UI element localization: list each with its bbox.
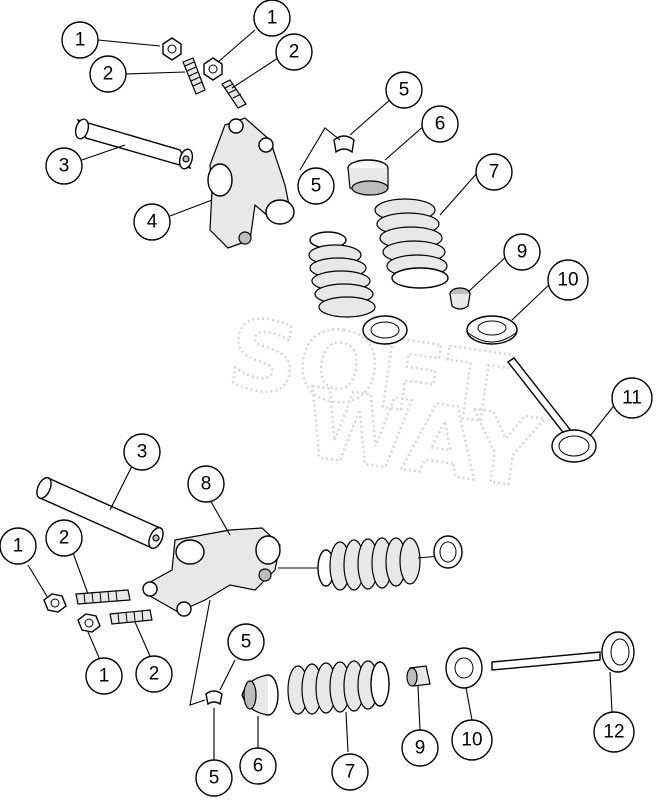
spring-retainer-top	[347, 159, 389, 196]
bottom-assembly: 3 8 1 2 1 2 5 5	[0, 433, 635, 797]
callout-top-6: 6	[421, 105, 459, 143]
callout-label: 9	[517, 242, 528, 263]
callout-top-1a: 1	[61, 21, 99, 59]
callout-label: 12	[603, 722, 624, 743]
callout-bottom-12: 12	[593, 711, 635, 753]
callout-label: 2	[149, 664, 160, 685]
top-assembly: 1 1 2 2 3 4 5 5	[45, 0, 653, 463]
callout-label: 10	[557, 270, 578, 291]
valve-spring-bottom	[287, 660, 390, 715]
callout-top-7: 7	[475, 153, 513, 191]
callout-label: 9	[415, 738, 426, 759]
spring-seat-bottom	[445, 647, 483, 689]
callout-label: 6	[435, 114, 446, 135]
callout-bottom-1b: 1	[85, 657, 123, 695]
valve-spring-mounted-bottom	[278, 535, 463, 591]
adjusting-screw-bottom-a	[75, 589, 131, 605]
callout-label: 7	[489, 162, 500, 183]
callout-top-10: 10	[547, 259, 589, 301]
callout-top-1b: 1	[253, 0, 291, 37]
callout-bottom-1a: 1	[0, 527, 37, 565]
callout-label: 2	[59, 528, 70, 549]
nut-bottom-b	[77, 613, 101, 633]
callout-top-11: 11	[611, 377, 653, 419]
callout-label: 10	[461, 730, 482, 751]
leaders-bottom	[27, 465, 613, 762]
valve-stem-seal-bottom	[406, 665, 431, 687]
callout-label: 1	[267, 8, 278, 29]
callout-bottom-8: 8	[187, 465, 225, 503]
callout-label: 6	[253, 756, 264, 777]
valve-stem-seal-top	[449, 287, 471, 310]
adjusting-screw-top-b	[221, 79, 247, 109]
callout-label: 5	[241, 632, 252, 653]
callout-label: 1	[13, 536, 24, 557]
callout-bottom-2a: 2	[45, 519, 83, 557]
callout-label: 11	[622, 388, 642, 409]
watermark-line-2: WAY	[297, 367, 548, 511]
callout-bottom-5b: 5	[195, 759, 233, 797]
nut-top-b	[203, 57, 223, 81]
callout-label: 7	[345, 762, 356, 783]
spring-seat-top	[466, 315, 518, 345]
callout-top-3: 3	[45, 147, 83, 185]
callout-label: 1	[75, 30, 86, 51]
valve-lock-top	[333, 135, 355, 154]
callout-top-9: 9	[503, 233, 541, 271]
callout-bottom-5a: 5	[227, 623, 265, 661]
rocker-arm-bottom	[142, 527, 281, 617]
callout-top-2a: 2	[89, 55, 127, 93]
callout-label: 5	[311, 176, 322, 197]
callout-label: 5	[399, 80, 410, 101]
valve-bottom	[491, 631, 635, 673]
valve-spring-top	[374, 198, 449, 289]
valve-top	[506, 357, 597, 463]
adjusting-screw-bottom-b	[109, 609, 153, 625]
rocker-arm-top	[207, 117, 295, 249]
adjusting-screw-top-a	[182, 57, 206, 95]
nut-bottom-a	[43, 593, 67, 613]
callout-label: 3	[59, 156, 70, 177]
callout-top-5b: 5	[297, 167, 335, 205]
valve-lock-bottom	[205, 690, 223, 706]
callout-label: 2	[103, 64, 114, 85]
callout-bottom-6: 6	[239, 747, 277, 785]
rocker-shaft-top	[74, 118, 194, 170]
spring-retainer-bottom	[241, 674, 279, 716]
callout-label: 1	[99, 666, 110, 687]
callout-bottom-10: 10	[451, 719, 493, 761]
nut-top-a	[162, 37, 182, 61]
callout-label: 4	[147, 212, 158, 233]
callout-label: 5	[209, 768, 220, 789]
valve-spring-mounted-top	[308, 231, 408, 345]
callout-top-4: 4	[133, 203, 171, 241]
callout-bottom-3: 3	[123, 433, 161, 471]
callout-bottom-9: 9	[401, 729, 439, 767]
callout-top-2b: 2	[275, 33, 313, 71]
callout-bottom-7: 7	[331, 753, 369, 791]
rocker-shaft-bottom	[36, 476, 164, 550]
callout-top-5a: 5	[385, 71, 423, 109]
callout-bottom-2b: 2	[135, 655, 173, 693]
callout-label: 3	[137, 442, 148, 463]
callout-label: 8	[201, 474, 212, 495]
callout-label: 2	[289, 42, 300, 63]
